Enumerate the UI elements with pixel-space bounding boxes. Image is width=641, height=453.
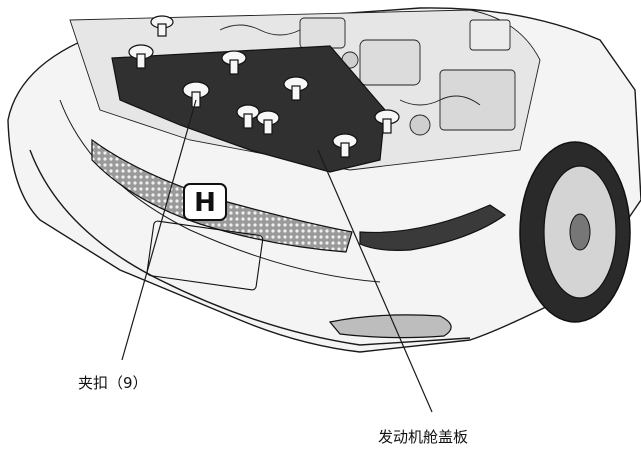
front-wheel bbox=[519, 141, 631, 323]
clip bbox=[236, 104, 260, 129]
clip-leader-line bbox=[121, 99, 197, 361]
front-grille bbox=[91, 138, 353, 253]
license-plate-area bbox=[146, 220, 264, 291]
clip bbox=[256, 110, 280, 135]
clip-callout-label: 夹扣（9） bbox=[78, 374, 148, 392]
cover-leader-line bbox=[317, 149, 433, 413]
brand-badge: H bbox=[183, 183, 227, 221]
headlight bbox=[359, 204, 507, 251]
clips bbox=[128, 15, 400, 158]
clip bbox=[221, 50, 247, 75]
clip bbox=[374, 109, 400, 134]
fog-light bbox=[328, 314, 452, 339]
clip bbox=[150, 15, 174, 37]
clip bbox=[332, 133, 358, 158]
clip bbox=[283, 76, 309, 101]
clip bbox=[128, 44, 154, 69]
clip bbox=[182, 81, 210, 108]
engine-cover-callout-label: 发动机舱盖板 bbox=[378, 428, 469, 446]
brand-badge-letter: H bbox=[194, 188, 216, 218]
